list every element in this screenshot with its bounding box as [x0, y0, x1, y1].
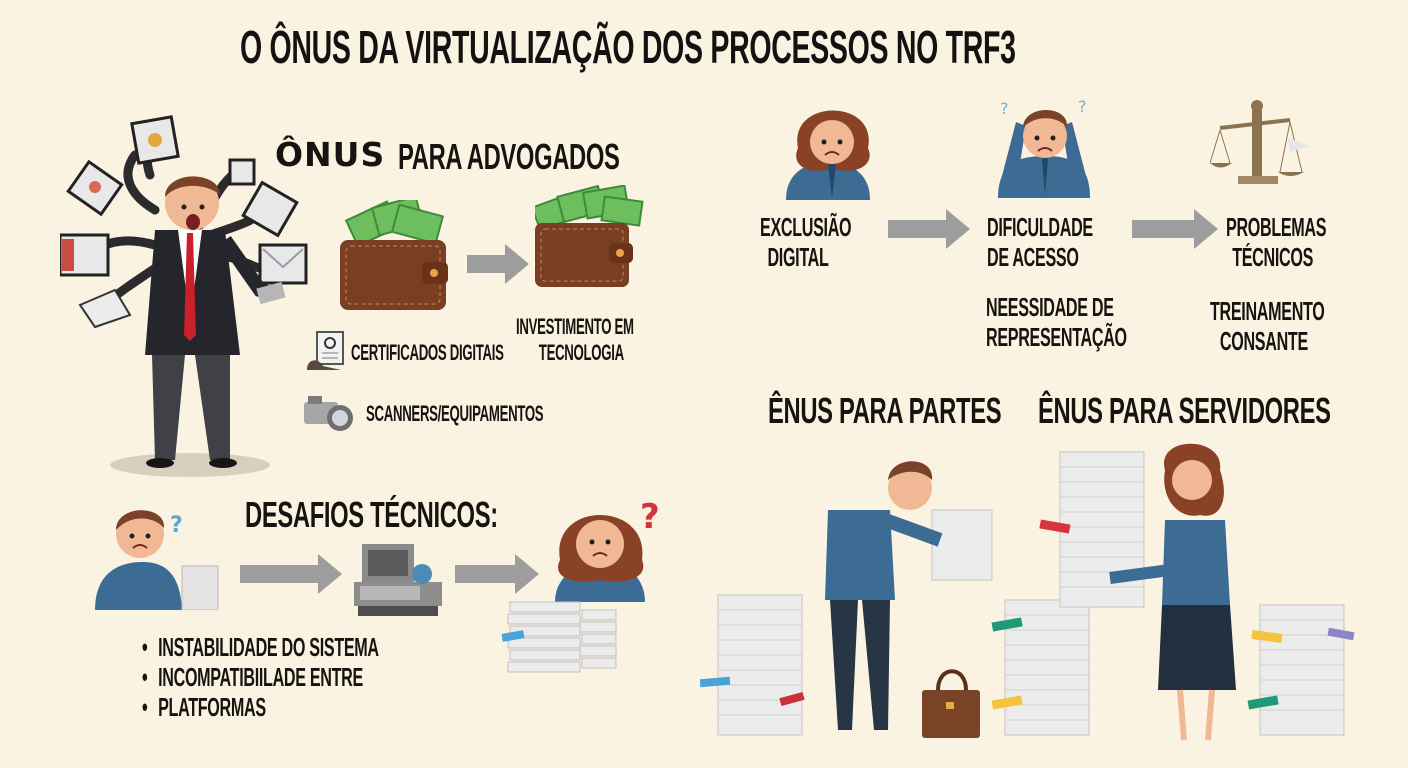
flow-step-exclusao: EXCLUSIÃO DIGITAL — [760, 212, 852, 272]
advogados-heading-bold: ÔNUS — [275, 135, 386, 174]
scanners-label: SCANNERS/EQUIPAMENTOS — [366, 401, 544, 426]
desafios-heading: DESAFIOS TÉCNICOS: — [245, 494, 498, 535]
page-title: O ÔNUS DA VIRTUALIZAÇÃO DOS PROCESSOS NO… — [240, 21, 1016, 73]
investimento-label: INVESTIMENTO EM TECNOLOGIA — [516, 314, 634, 365]
arrow-right-icon — [467, 244, 529, 284]
svg-text:?: ? — [170, 513, 183, 538]
emptying-wallet-icon — [535, 185, 644, 287]
stressed-woman-with-papers-icon: ? — [501, 497, 660, 673]
old-computer-icon — [354, 544, 442, 616]
arrow-right-icon — [240, 554, 342, 594]
flow-step-dificuldade: DIFICULDADE DE ACESSO — [987, 212, 1093, 272]
advogados-heading-rest: PARA ADVOGADOS — [398, 136, 620, 177]
certificate-icon — [307, 331, 344, 370]
flow-sub-treinamento: TREINAMENTO CONSANTE — [1210, 296, 1325, 356]
flow-sub-representacao: NEESSIDADE DE REPRESENTAÇÃO — [986, 292, 1127, 352]
certificados-label: CERTIFICADOS DIGITAIS — [351, 340, 504, 365]
full-wallet-icon — [340, 200, 448, 310]
svg-text:?: ? — [1078, 97, 1087, 116]
flow-step-problemas: PROBLEMAS TÉCNICOS — [1226, 212, 1327, 272]
advogados-heading: ÔNUS — [275, 135, 385, 174]
arrow-right-icon — [888, 209, 970, 249]
partes-heading: ÊNUS PARA PARTES — [768, 390, 1002, 431]
confused-man-icon: ? — [95, 510, 219, 610]
svg-text:?: ? — [640, 497, 660, 537]
servidores-heading: ÊNUS PARA SERVIDORES — [1038, 390, 1331, 431]
desafios-list: INSTABILIDADE DO SISTEMA INCOMPATIBIILAD… — [142, 632, 379, 722]
scales-of-justice-icon — [1210, 100, 1310, 184]
arrow-right-icon — [1132, 209, 1218, 249]
desafios-item: INSTABILIDADE DO SISTEMA — [142, 632, 379, 662]
sad-woman-icon — [786, 110, 870, 200]
desafios-item-continuation: PLATFORMAS — [142, 692, 379, 722]
overwhelmed-staff-illustration — [700, 443, 1355, 741]
desafios-item: INCOMPATIBIILADE ENTRE — [142, 662, 379, 692]
svg-text:?: ? — [1000, 99, 1009, 118]
arrow-right-icon — [455, 554, 539, 594]
overwhelmed-lawyer-illustration — [60, 115, 308, 477]
scanner-camera-icon — [304, 396, 353, 431]
confused-man-hands-on-head-icon: ? ? — [998, 97, 1090, 198]
